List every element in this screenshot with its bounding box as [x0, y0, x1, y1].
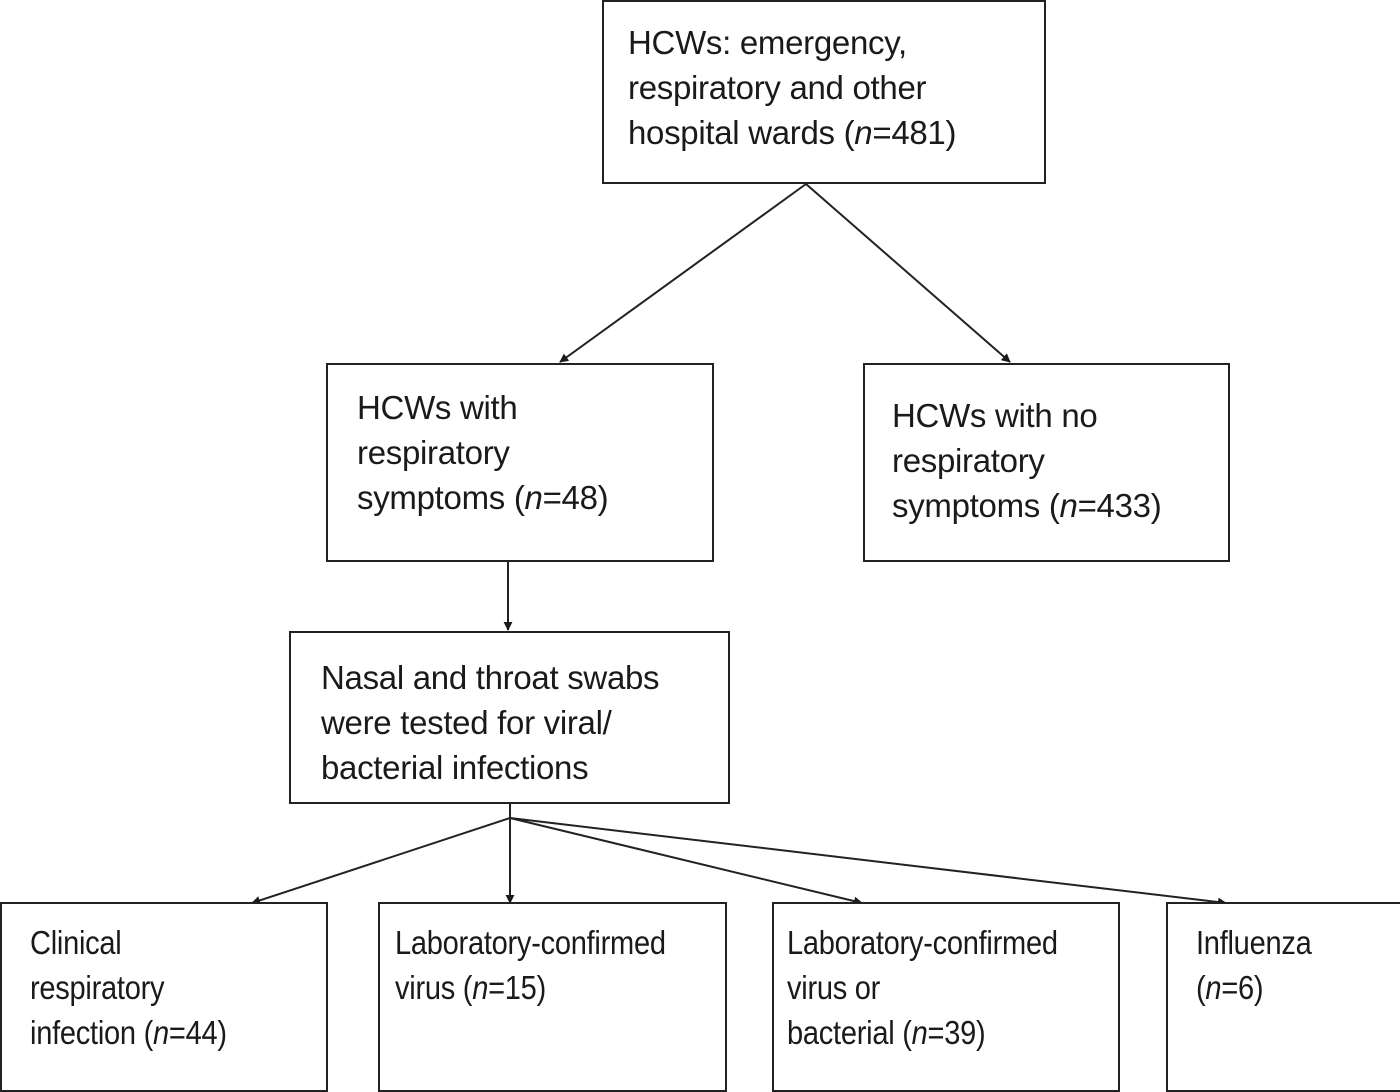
node-no-symptoms: HCWs with no respiratory symptoms (n=433…	[863, 363, 1230, 562]
node-text-block: Laboratory-confirmed virus (n=15)	[395, 920, 666, 1010]
node-text-line: respiratory and other	[628, 69, 927, 106]
node-text-line: bacterial (n=39)	[787, 1010, 1058, 1055]
node-text-line: were tested for viral/	[321, 704, 612, 741]
node-lab-confirmed-virus-or-bacterial: Laboratory-confirmed virus or bacterial …	[772, 902, 1120, 1092]
node-swab-testing: Nasal and throat swabs were tested for v…	[289, 631, 730, 804]
n-label: n	[911, 1014, 928, 1051]
node-text-line: respiratory	[357, 434, 510, 471]
node-text-line: virus or	[787, 969, 881, 1006]
node-text-line: Laboratory-confirmed	[395, 924, 666, 961]
n-label: n	[854, 114, 873, 151]
n-label: n	[1205, 969, 1222, 1006]
node-text-line: respiratory	[30, 969, 165, 1006]
node-text-line: hospital wards (n=481)	[628, 110, 1044, 155]
node-text-line: Influenza	[1196, 924, 1312, 961]
n-value: =15)	[488, 969, 546, 1006]
node-text-line: HCWs with	[357, 389, 518, 426]
node-text-line: Clinical	[30, 924, 122, 961]
node-text-line: respiratory	[892, 442, 1045, 479]
node-text-line: symptoms (n=48)	[357, 475, 712, 520]
node-text-block: Clinical respiratory infection (n=44)	[30, 920, 227, 1055]
node-influenza: Influenza (n=6)	[1166, 902, 1400, 1092]
arrow-top-to-symptoms	[559, 183, 807, 363]
node-text: virus (	[395, 969, 473, 1006]
arrow-top-to-no_symptoms	[805, 183, 1011, 363]
node-text-line: HCWs with no	[892, 397, 1098, 434]
node-text-line: Nasal and throat swabs	[321, 659, 660, 696]
node-with-symptoms: HCWs with respiratory symptoms (n=48)	[326, 363, 714, 562]
n-value: =433)	[1077, 487, 1162, 524]
node-text-block: Influenza (n=6)	[1196, 920, 1312, 1010]
n-value: =48)	[542, 479, 609, 516]
n-label: n	[472, 969, 489, 1006]
node-text: hospital wards (	[628, 114, 855, 151]
node-text-line: Laboratory-confirmed	[787, 924, 1058, 961]
node-text-block: Laboratory-confirmed virus or bacterial …	[787, 920, 1058, 1055]
n-label: n	[1059, 487, 1078, 524]
node-text-line: HCWs: emergency,	[628, 24, 907, 61]
node-text: symptoms (	[357, 479, 525, 516]
node-clinical-infection: Clinical respiratory infection (n=44)	[0, 902, 328, 1092]
node-text: bacterial (	[787, 1014, 912, 1051]
n-value: =481)	[872, 114, 957, 151]
node-lab-confirmed-virus: Laboratory-confirmed virus (n=15)	[378, 902, 727, 1092]
arrow-swabs-to-influenza	[509, 817, 1227, 907]
node-text-line: bacterial infections	[321, 749, 589, 786]
node-text: infection (	[30, 1014, 154, 1051]
node-text-line: virus (n=15)	[395, 965, 666, 1010]
node-text: symptoms (	[892, 487, 1060, 524]
n-label: n	[524, 479, 543, 516]
n-value: =39)	[927, 1014, 986, 1051]
n-value: =44)	[168, 1014, 227, 1051]
node-text: (	[1196, 969, 1206, 1006]
arrow-swabs-to-lab_virus_bacterial	[509, 817, 863, 906]
node-text-line: (n=6)	[1196, 965, 1311, 1010]
n-label: n	[153, 1014, 169, 1051]
node-text-line: symptoms (n=433)	[892, 483, 1228, 528]
n-value: =6)	[1221, 969, 1264, 1006]
node-all-hcws: HCWs: emergency, respiratory and other h…	[602, 0, 1046, 184]
arrow-swabs-to-clinical	[251, 817, 511, 905]
node-text-line: infection (n=44)	[30, 1010, 227, 1055]
